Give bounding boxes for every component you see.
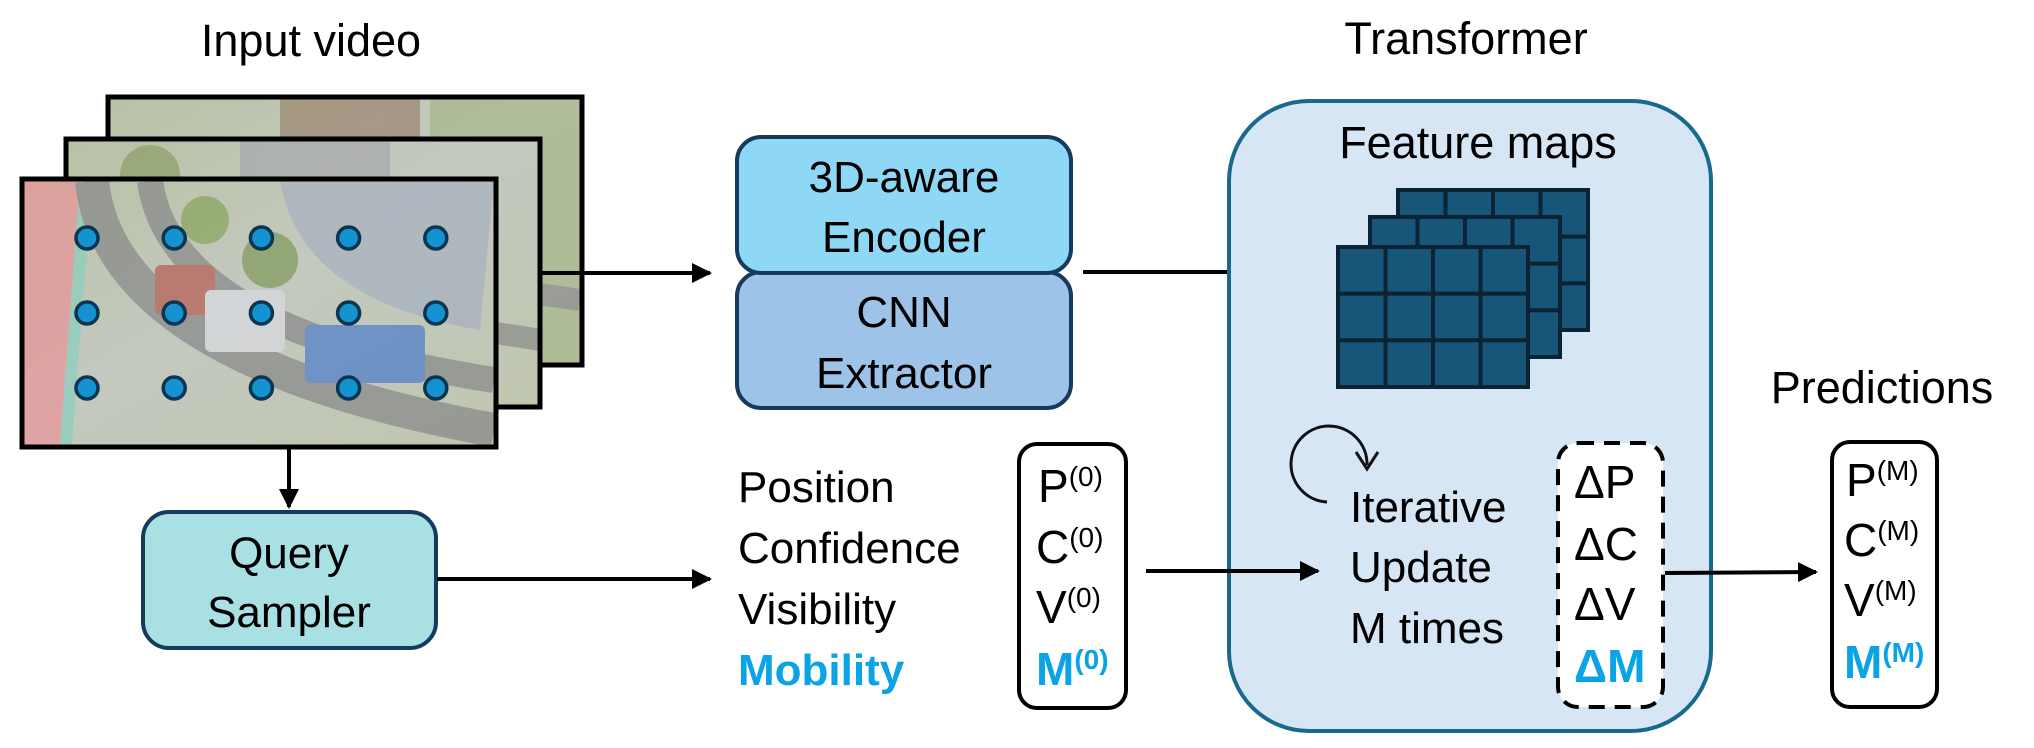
query-point — [161, 225, 187, 251]
feature-map-layer — [1336, 245, 1530, 390]
cnn-label-line2: Extractor — [816, 349, 992, 398]
query-point — [248, 300, 275, 326]
arrow-deltas-to-predictions — [1664, 562, 1818, 583]
query-point — [161, 375, 187, 401]
transformer-title: Transformer — [1344, 13, 1587, 64]
query-point — [74, 225, 100, 251]
prediction-visibility-symbol: V(M) — [1844, 574, 1917, 626]
query-point — [248, 375, 275, 401]
query-sampler-block: Query Sampler — [141, 510, 438, 650]
feature-map-cell — [1478, 338, 1530, 390]
encoder-label-line1: 3D-aware — [809, 153, 1000, 202]
encoder-block: 3D-aware Encoder CNN Extractor — [735, 135, 1073, 410]
initial-mobility-symbol: M(0) — [1036, 643, 1109, 695]
query-sampler-box — [141, 510, 438, 650]
feature-map-cell — [1336, 245, 1388, 296]
initial-position-symbol: P(0) — [1038, 460, 1103, 512]
delta-mobility: ΔM — [1574, 640, 1645, 692]
query-point — [335, 300, 362, 326]
prediction-position-symbol: P(M) — [1846, 454, 1919, 506]
initial-visibility-symbol: V(0) — [1036, 581, 1101, 633]
3d-aware-encoder-box — [735, 135, 1073, 275]
feature-maps-stack — [1336, 188, 1590, 390]
attribute-label-visibility: Visibility — [738, 585, 896, 634]
feature-map-cell — [1336, 291, 1388, 343]
input-video-title: Input video — [201, 15, 421, 66]
query-point — [161, 300, 187, 326]
feature-map-cell — [1431, 338, 1483, 390]
query-point — [74, 375, 100, 401]
delta-visibility: ΔV — [1574, 578, 1636, 630]
initial-state-box: P(0) C(0) V(0) M(0) — [1017, 442, 1128, 710]
attribute-label-mobility: Mobility — [738, 646, 905, 695]
circular-arrow-icon — [1289, 424, 1380, 504]
query-point — [248, 225, 275, 251]
query-points — [74, 225, 449, 401]
feature-map-cell — [1431, 291, 1483, 343]
feature-map-cell — [1383, 291, 1435, 343]
delta-box — [1556, 441, 1665, 709]
prediction-mobility-symbol: M(M) — [1844, 636, 1924, 688]
predictions-title: Predictions — [1771, 362, 1994, 413]
query-sampler-line1: Query — [229, 529, 349, 578]
iterative-update-line1: Iterative — [1350, 483, 1507, 532]
predictions-box: P(M) C(M) V(M) M(M) — [1830, 440, 1939, 709]
attribute-label-confidence: Confidence — [738, 524, 961, 573]
attribute-label-position: Position — [738, 463, 895, 512]
feature-map-cell — [1478, 245, 1530, 296]
delta-position: ΔP — [1574, 456, 1635, 508]
delta-confidence: ΔC — [1574, 518, 1638, 570]
transformer-block: Feature maps Iterative Update M times ΔP… — [1227, 99, 1713, 733]
iterative-update-line3: M times — [1350, 604, 1504, 653]
iterative-update-line2: Update — [1350, 543, 1492, 592]
query-point — [423, 375, 449, 401]
feature-map-cell — [1383, 338, 1435, 390]
feature-map-cell — [1383, 245, 1435, 296]
query-point — [335, 375, 362, 401]
feature-map-cell — [1336, 338, 1388, 390]
feature-map-cell — [1478, 291, 1530, 343]
encoder-label-line2: Encoder — [822, 213, 986, 262]
cnn-label-line1: CNN — [856, 288, 951, 337]
query-sampler-line2: Sampler — [207, 588, 371, 637]
initial-confidence-symbol: C(0) — [1036, 521, 1103, 573]
query-point — [423, 225, 449, 251]
feature-map-cell — [1431, 245, 1483, 296]
query-point — [423, 300, 449, 326]
query-point — [335, 225, 362, 251]
query-attribute-labels: Position Confidence Visibility Mobility — [738, 463, 961, 695]
query-point — [74, 300, 100, 326]
input-video-frames — [19, 94, 585, 450]
prediction-confidence-symbol: C(M) — [1844, 514, 1919, 566]
feature-maps-title: Feature maps — [1339, 117, 1617, 168]
